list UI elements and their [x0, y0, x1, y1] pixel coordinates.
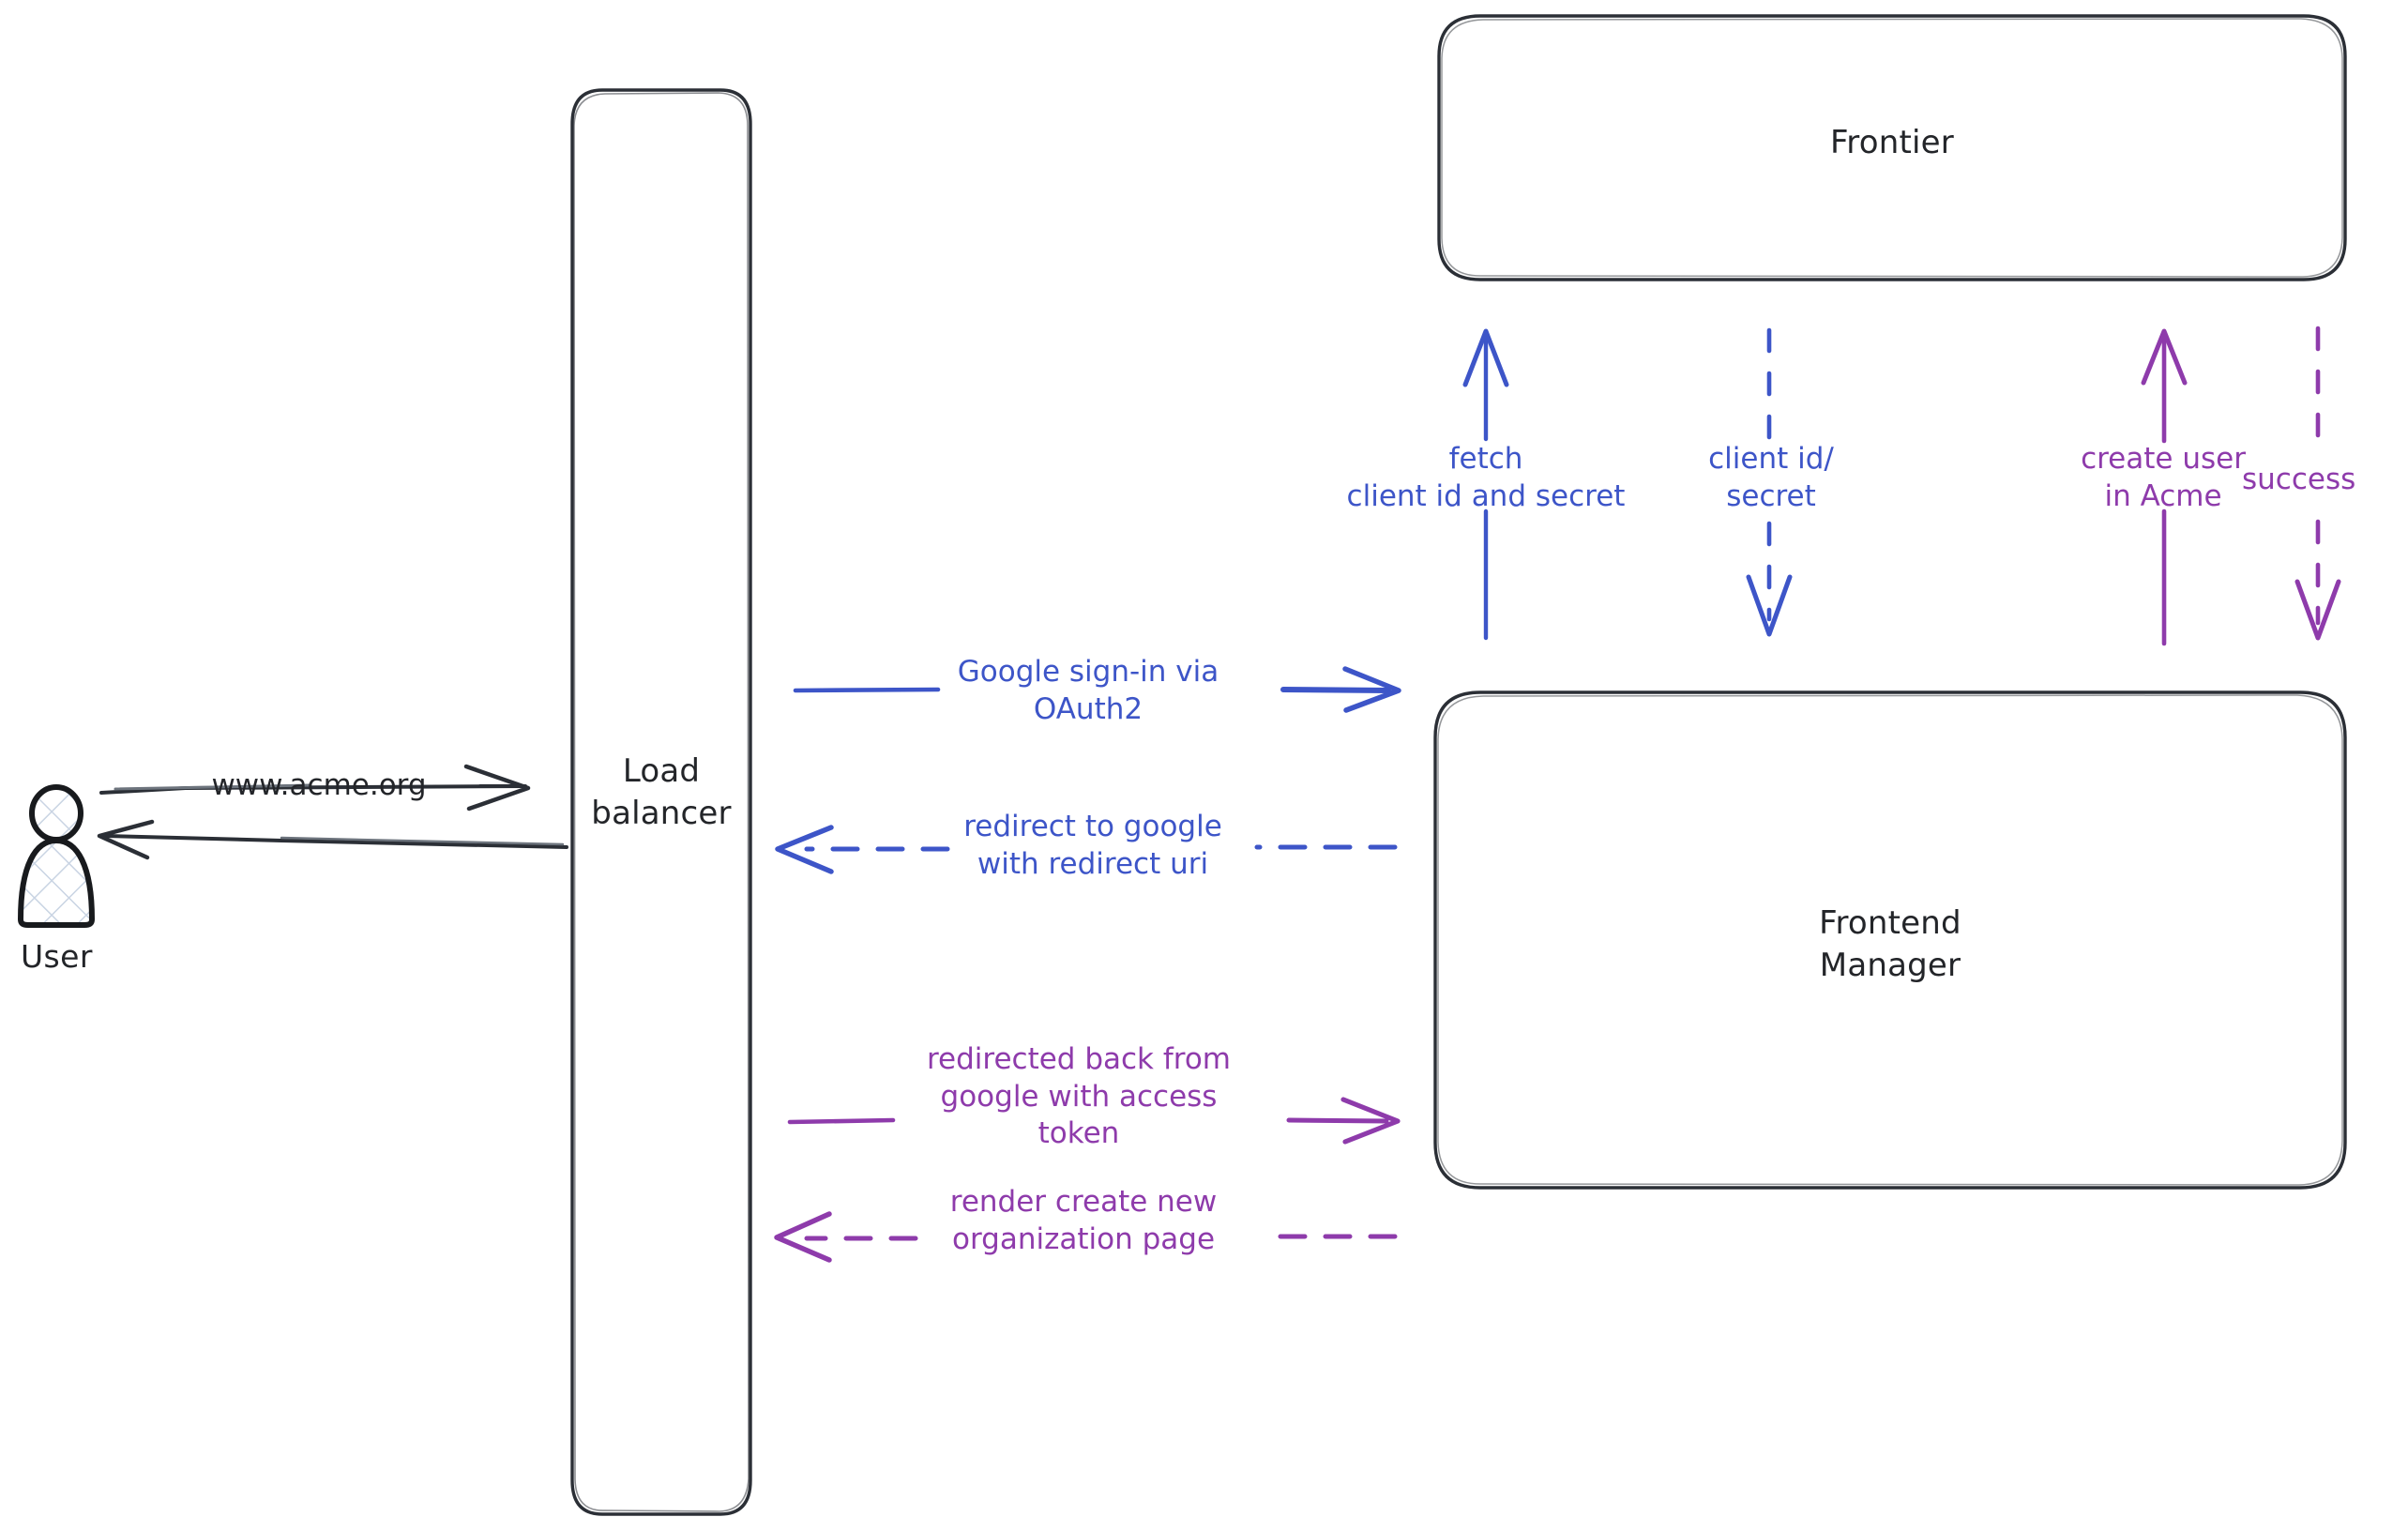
frontier-box[interactable]	[1437, 14, 2347, 281]
edge-lb-to-fm-token	[787, 1097, 1401, 1145]
edge-lb-to-fm-signin	[793, 666, 1401, 713]
load-balancer-box[interactable]	[570, 88, 752, 1516]
edge-frontier-to-fm-creds	[1746, 327, 1793, 637]
edge-fm-to-lb-redirect	[775, 825, 1398, 874]
edge-lb-to-user	[97, 819, 568, 860]
edge-fm-to-frontier-create	[2141, 328, 2188, 646]
edge-fm-to-frontier-fetch	[1462, 328, 1509, 641]
edge-frontier-to-fm-success	[2294, 326, 2341, 641]
actor-caption-user: User	[21, 938, 93, 975]
frontend-manager-box[interactable]	[1433, 690, 2347, 1190]
edge-user-to-lb	[99, 764, 531, 812]
person-icon	[18, 784, 95, 928]
edge-fm-to-lb-render	[774, 1211, 1398, 1263]
